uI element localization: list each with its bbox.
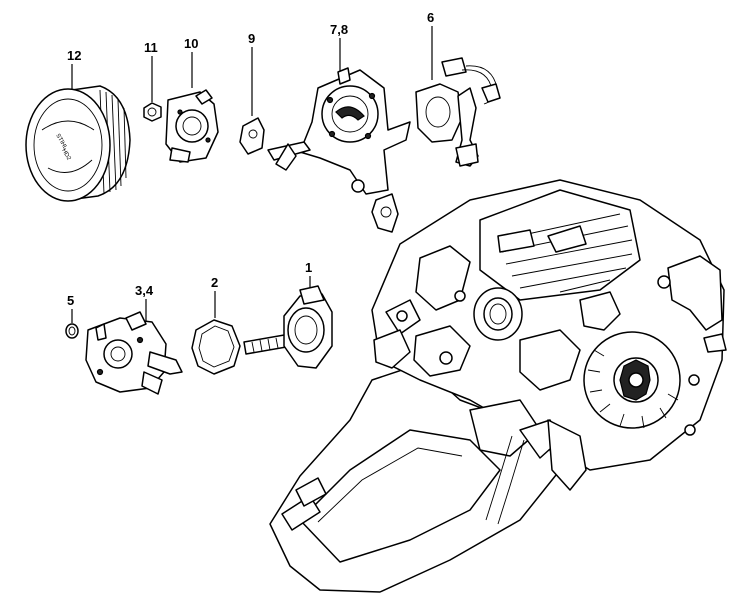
- nut-part: [143, 102, 162, 122]
- callout-2: 2: [211, 275, 218, 290]
- svg-text:HD2: HD2: [60, 148, 72, 162]
- choke-baseplate-part: [165, 89, 219, 163]
- callout-11: 11: [144, 40, 158, 55]
- callout-3-4: 3,4: [135, 283, 154, 298]
- callout-6: 6: [427, 10, 434, 25]
- callout-5: 5: [67, 293, 74, 308]
- callout-10: 10: [184, 36, 198, 51]
- chainsaw-housing: [269, 179, 727, 593]
- callout-1: 1: [305, 260, 312, 275]
- clip-part: [239, 117, 265, 155]
- o-ring-part: [65, 323, 79, 339]
- carburetor-part: [85, 311, 183, 395]
- callout-9: 9: [248, 31, 255, 46]
- air-filter-part: STIHL HD2: [25, 85, 131, 202]
- callout-7-8: 7,8: [330, 22, 348, 37]
- ignition-plate-part: [415, 57, 501, 167]
- callout-12: 12: [67, 48, 81, 63]
- intake-manifold-part: [243, 285, 333, 369]
- carburetor-carrier-part: [267, 67, 411, 233]
- leader-lines: [71, 26, 433, 323]
- gasket-part: [191, 319, 241, 375]
